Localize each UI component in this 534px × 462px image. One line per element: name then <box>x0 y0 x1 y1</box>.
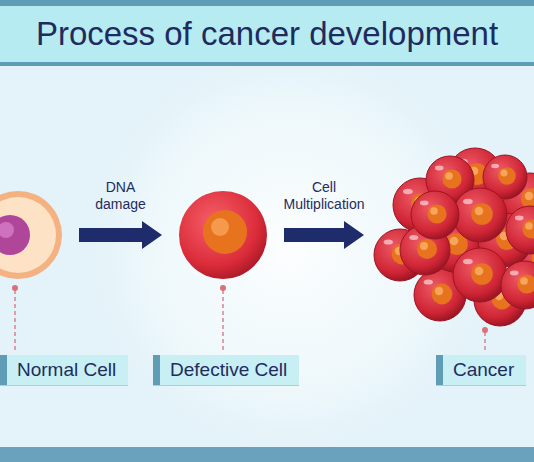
stage-label: Defective Cell <box>153 355 299 385</box>
stage-label: Normal Cell <box>0 355 128 385</box>
defective-cell <box>178 190 268 280</box>
process-arrow <box>79 221 162 249</box>
cell-stage: Defective Cell <box>178 190 268 280</box>
title: Process of cancer development <box>0 8 534 60</box>
arrow-label: Cell Multiplication <box>274 179 374 213</box>
cell-stage: Normal Cell <box>0 190 63 280</box>
arrow-label: DNA damage <box>71 179 171 213</box>
cancer-cluster <box>380 145 534 325</box>
normal-cell <box>0 190 63 280</box>
process-arrow <box>284 221 364 249</box>
stage-label: Cancer <box>436 355 526 385</box>
cell-stage: Cancer <box>380 145 534 325</box>
